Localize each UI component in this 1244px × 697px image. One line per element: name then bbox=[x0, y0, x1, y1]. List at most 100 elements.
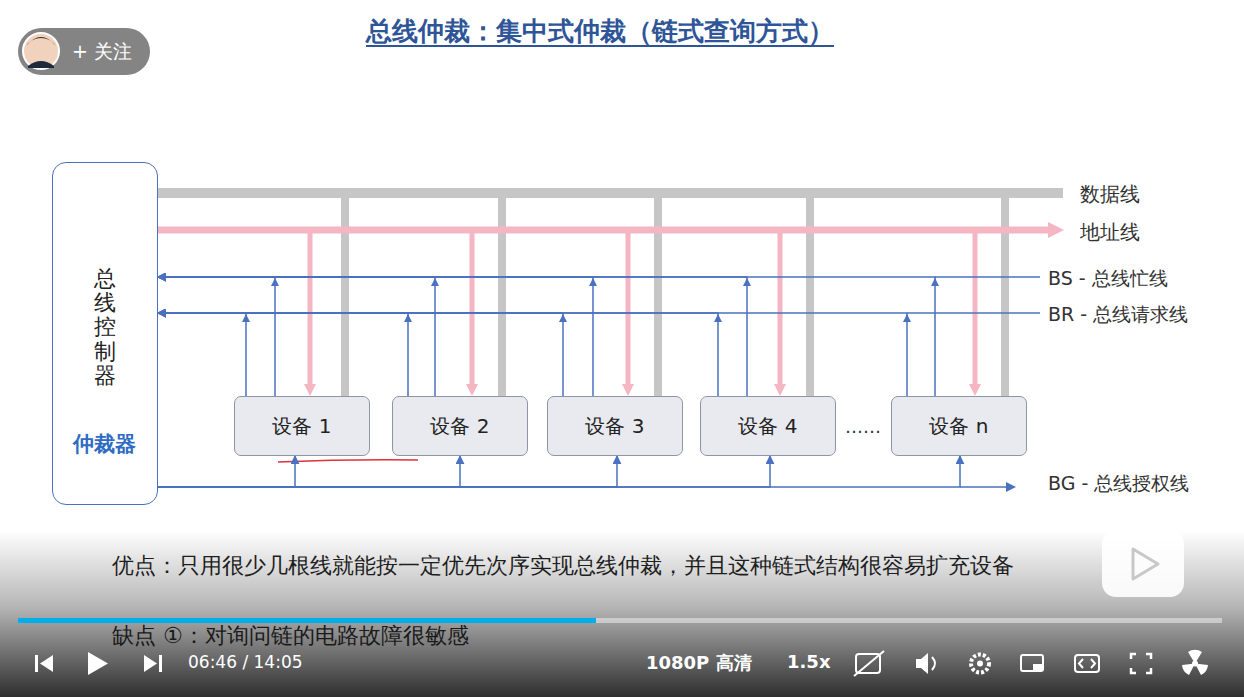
slide-title: 总线仲裁：集中式仲裁（链式查询方式） bbox=[366, 16, 834, 46]
junction-heads bbox=[242, 278, 939, 322]
signal-connector bbox=[158, 313, 907, 396]
device-label: 设备 1 bbox=[272, 413, 331, 440]
radiation-blades bbox=[1182, 650, 1208, 675]
tv-antenna bbox=[1152, 520, 1162, 530]
signal-connector bbox=[158, 313, 246, 396]
tv-antenna bbox=[1125, 520, 1135, 530]
data-tap bbox=[1001, 193, 1009, 396]
data-tap bbox=[806, 193, 814, 396]
bg-line-end bbox=[960, 486, 1008, 488]
signal-name: BS - 总线忙线 bbox=[1048, 266, 1168, 292]
avatar-hair bbox=[26, 37, 56, 46]
progress-played bbox=[18, 618, 596, 623]
data-tap bbox=[654, 193, 662, 396]
address-tap bbox=[470, 230, 475, 386]
pip-inner bbox=[1033, 664, 1043, 671]
volume-wave bbox=[932, 657, 935, 670]
bs-line-end bbox=[935, 276, 1040, 278]
address-tap-head bbox=[774, 384, 786, 396]
address-taps bbox=[310, 230, 975, 386]
signal-connector bbox=[158, 277, 747, 396]
volume-icon bbox=[916, 653, 928, 674]
data-bus bbox=[158, 188, 1063, 198]
signal-name: BR - 总线请求线 bbox=[1048, 302, 1188, 328]
widescreen-icon bbox=[1075, 655, 1099, 672]
follow-pill bbox=[18, 28, 150, 75]
address-arrowhead bbox=[1048, 222, 1064, 238]
address-tap-head bbox=[466, 384, 478, 396]
signal-connector bbox=[158, 456, 770, 487]
address-bus bbox=[158, 227, 1050, 234]
tv-body bbox=[1102, 530, 1184, 597]
address-tap bbox=[778, 230, 783, 386]
address-tap bbox=[308, 230, 313, 386]
br-line-end bbox=[907, 312, 1040, 314]
bilibili-tv-icon bbox=[1102, 520, 1184, 597]
vertical-label: 总线控制器 bbox=[94, 267, 116, 388]
signal-name: 数据线 bbox=[1080, 181, 1140, 208]
next-bar bbox=[159, 655, 162, 672]
device-label: 设备 4 bbox=[738, 413, 797, 440]
speed-button: 1.5x bbox=[787, 651, 831, 672]
address-tap bbox=[626, 230, 631, 386]
red-underline bbox=[278, 460, 418, 462]
time-display: 06:46 / 14:05 bbox=[188, 652, 303, 672]
fullscreen-icon bbox=[1131, 654, 1151, 673]
avatar bbox=[23, 33, 59, 69]
widescreen-arrows bbox=[1079, 659, 1095, 668]
address-tap bbox=[973, 230, 978, 386]
disadvantage-note: 缺点 ①：对询问链的电路故障很敏感 bbox=[112, 621, 469, 651]
device-box: 设备 2 bbox=[392, 396, 528, 456]
subtitle-strike bbox=[854, 651, 884, 676]
data-tap bbox=[498, 193, 506, 396]
signal-connector bbox=[158, 313, 408, 396]
address-tap-heads bbox=[304, 384, 981, 396]
signal-connector bbox=[158, 277, 935, 396]
bus-controller-box: 总线控制器仲裁器 bbox=[52, 162, 158, 505]
avatar-body bbox=[28, 61, 54, 68]
signal-name: 地址线 bbox=[1080, 219, 1140, 246]
signal-connector bbox=[158, 277, 275, 396]
arbiter-label: 仲裁器 bbox=[73, 430, 136, 458]
signal-connector bbox=[158, 456, 617, 487]
tv-play bbox=[1133, 549, 1158, 579]
prev-bar bbox=[35, 655, 38, 672]
pip-icon bbox=[1021, 655, 1043, 671]
address-tap-head bbox=[969, 384, 981, 396]
signal-connector bbox=[158, 277, 593, 396]
player-controls bbox=[35, 650, 1208, 676]
settings-core bbox=[977, 661, 983, 667]
play-icon bbox=[88, 652, 108, 675]
player-shade bbox=[0, 530, 1244, 697]
title-wrap: 总线仲裁：集中式仲裁（链式查询方式） bbox=[0, 14, 1200, 49]
follow-button-text: + 关注 bbox=[72, 39, 132, 65]
signal-connector bbox=[158, 277, 435, 396]
device-box: 设备 3 bbox=[547, 396, 683, 456]
address-tap-head bbox=[622, 384, 634, 396]
signal-name: BG - 总线授权线 bbox=[1048, 471, 1189, 497]
bg-arrowhead bbox=[1006, 482, 1016, 492]
device-label: 设备 n bbox=[929, 413, 988, 440]
data-tap bbox=[341, 193, 349, 396]
address-tap-head bbox=[304, 384, 316, 396]
data-bus-taps bbox=[345, 193, 1005, 396]
device-label: 设备 2 bbox=[430, 413, 489, 440]
device-box: 设备 1 bbox=[234, 396, 370, 456]
signal-connector bbox=[158, 456, 295, 487]
signal-connector bbox=[158, 313, 718, 396]
signal-connector bbox=[158, 456, 960, 487]
advantage-note: 优点：只用很少几根线就能按一定优先次序实现总线仲裁，并且这种链式结构很容易扩充设… bbox=[112, 551, 1014, 581]
next-icon bbox=[144, 655, 157, 672]
device-label: 设备 3 bbox=[585, 413, 644, 440]
ellipsis: …… bbox=[845, 416, 881, 437]
signal-connector bbox=[158, 456, 460, 487]
device-box: 设备 n bbox=[891, 396, 1027, 456]
quality-button: 1080P 高清 bbox=[646, 651, 752, 675]
progress-track bbox=[18, 618, 1222, 623]
settings-icon bbox=[971, 655, 989, 673]
signal-connector bbox=[158, 313, 563, 396]
prev-icon bbox=[40, 655, 53, 672]
